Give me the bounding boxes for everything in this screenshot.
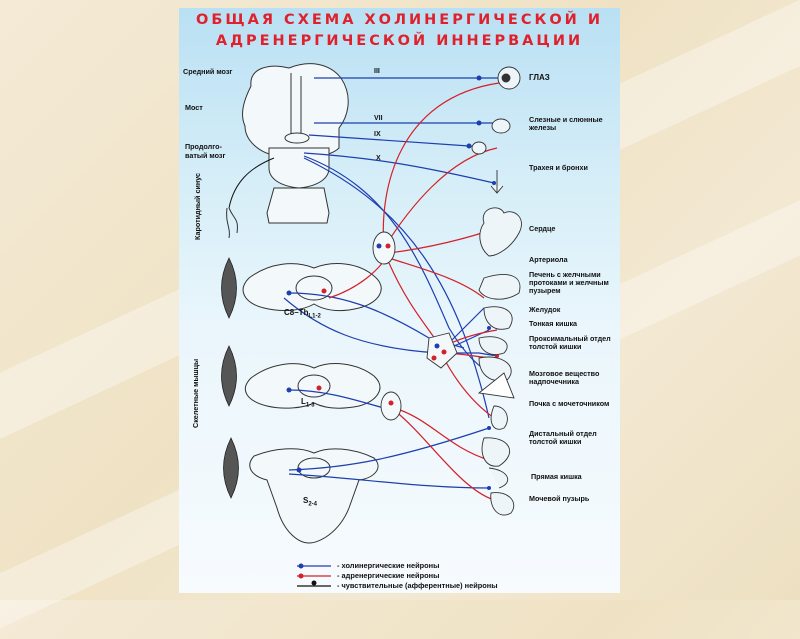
nerve-iii: III bbox=[374, 68, 380, 75]
legend-sensory: - чувствительные (афферентные) нейроны bbox=[337, 581, 498, 590]
label-medulla-2: ватый мозг bbox=[185, 151, 226, 160]
nerve-ix: IX bbox=[374, 131, 381, 138]
organ-label: Мозговое вещество надпочечника bbox=[529, 369, 600, 387]
diagram-poster: ОБЩАЯ СХЕМА ХОЛИНЕРГИЧЕСКОЙ И АДРЕНЕРГИЧ… bbox=[179, 8, 620, 593]
innervation-schematic bbox=[221, 63, 522, 587]
organ-label: Артериола bbox=[529, 255, 568, 264]
segment-thoracic: C8–ThL1-2 bbox=[284, 308, 321, 320]
organ-label: Тонкая кишка bbox=[529, 319, 578, 328]
skeletal-muscle-icons bbox=[221, 257, 239, 499]
organ-label: Мочевой пузырь bbox=[529, 494, 590, 503]
carotid-sinus-drawing bbox=[226, 207, 238, 239]
spinal-section-lumbar bbox=[245, 363, 381, 409]
organ-label: Желудок bbox=[529, 305, 561, 314]
organ-label: Сердце bbox=[529, 224, 556, 233]
organ-label: ГЛАЗ bbox=[529, 73, 550, 82]
nerve-vii: VII bbox=[374, 115, 383, 122]
afferent-path bbox=[228, 157, 275, 209]
ganglia bbox=[372, 231, 458, 421]
organ-label: Прямая кишка bbox=[531, 472, 582, 481]
brainstem-drawing bbox=[242, 63, 349, 224]
label-midbrain: Средний мозг bbox=[183, 67, 233, 76]
spinal-section-thoracic bbox=[242, 263, 382, 312]
legend-cholinergic: - холинергические нейроны bbox=[337, 561, 440, 570]
organ-label: Слезные и слюнные железы bbox=[529, 115, 603, 133]
nerve-x: X bbox=[376, 155, 381, 162]
organ-label: Почка с мочеточником bbox=[529, 399, 610, 408]
label-skeletal-muscles: Скелетные мышцы bbox=[191, 358, 200, 428]
title-line-1: ОБЩАЯ СХЕМА ХОЛИНЕРГИЧЕСКОЙ И bbox=[196, 12, 603, 28]
legend-marks bbox=[297, 563, 331, 587]
label-carotid-sinus: Каротидный синус bbox=[193, 172, 202, 240]
organ-label: Проксимальный отдел толстой кишки bbox=[529, 334, 611, 352]
title-line-2: АДРЕНЕРГИЧЕСКОЙ ИННЕРВАЦИИ bbox=[215, 33, 584, 49]
segment-lumbar: L1-3 bbox=[301, 397, 315, 409]
segment-sacral: S2-4 bbox=[303, 496, 318, 508]
organ-label: Печень с желчными протоками и желчным пу… bbox=[529, 270, 609, 296]
legend-adrenergic: - адренергические нейроны bbox=[337, 571, 440, 580]
label-pons: Мост bbox=[185, 103, 203, 112]
organ-label: Трахея и бронхи bbox=[529, 163, 588, 172]
organ-drawings bbox=[471, 66, 522, 516]
label-medulla-1: Продолгo- bbox=[185, 142, 222, 151]
organ-label: Дистальный отдел толстой кишки bbox=[529, 429, 597, 447]
